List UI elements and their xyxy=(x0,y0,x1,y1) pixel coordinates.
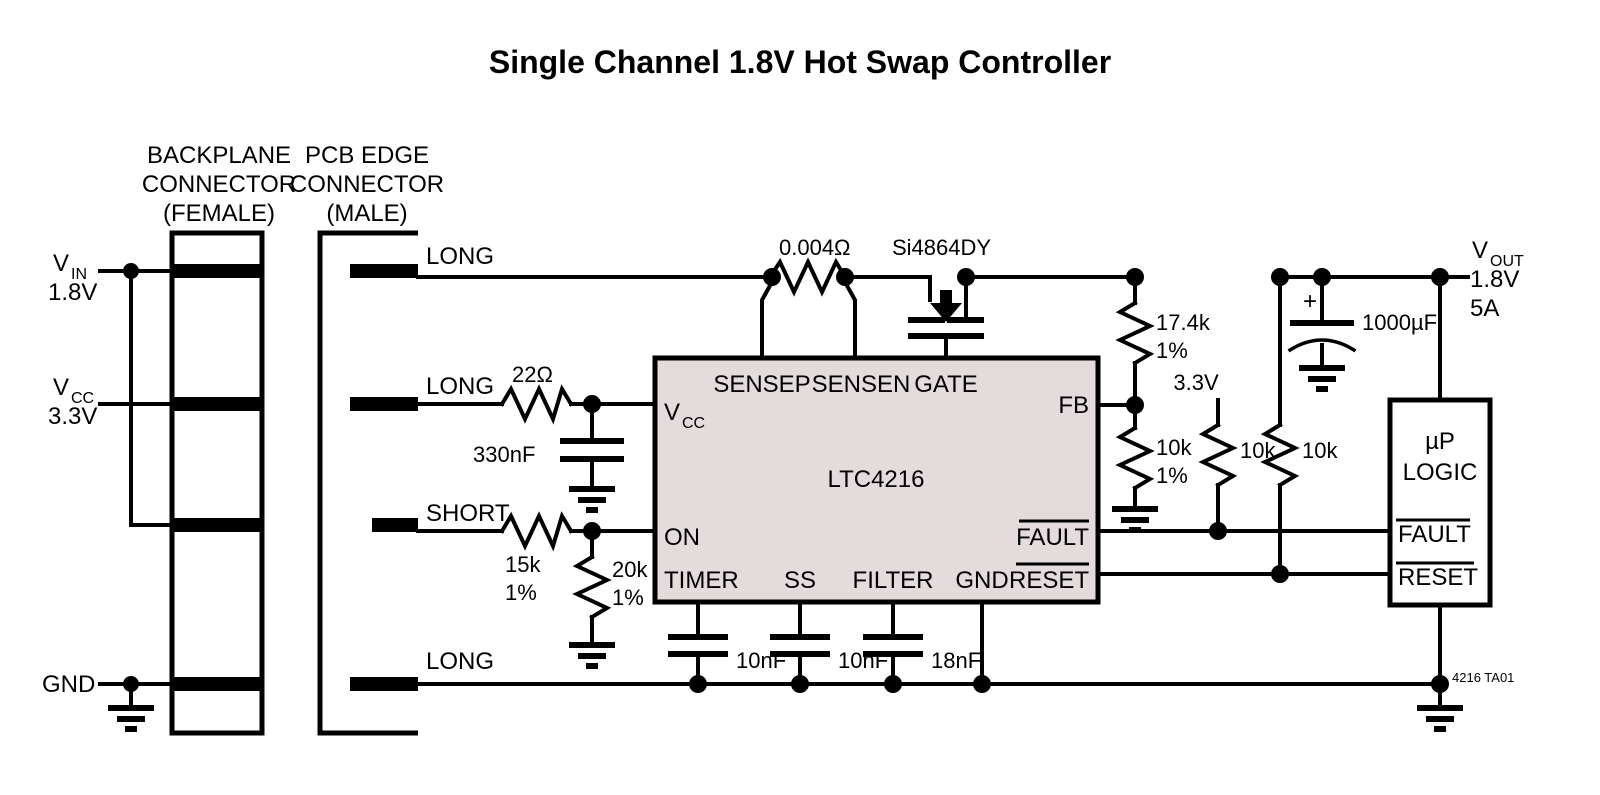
pcb-pin-vin xyxy=(350,264,418,278)
ic-pin-fb: FB xyxy=(1058,392,1089,419)
filter-cap-label: 18nF xyxy=(931,648,981,673)
vout-subscript: OUT xyxy=(1490,253,1524,270)
ltc4216-ic: LTC4216 SENSEP SENSEN GATE V CC ON TIMER… xyxy=(652,355,1101,605)
ic-body xyxy=(652,355,1101,605)
reset-pullup-label: 10k xyxy=(1302,438,1338,463)
pin-label-on-short: SHORT xyxy=(426,500,510,527)
reset-pullup-network: 10k xyxy=(1096,268,1392,583)
up-logic-line2: LOGIC xyxy=(1403,459,1478,486)
backplane-connector-body xyxy=(169,230,265,736)
pcb-pin-on xyxy=(372,518,418,532)
pcb-edge-connector-body xyxy=(317,230,418,736)
vin-rail-label: V IN 1.8V xyxy=(48,250,97,306)
ic-pin-sensep: SENSEP xyxy=(713,371,810,398)
ic-pin-vcc: V xyxy=(664,399,680,426)
junction-sensep xyxy=(763,268,781,286)
ground-symbol-output xyxy=(1417,682,1463,732)
backplane-input-wiring xyxy=(98,263,174,732)
sense-resistor: 0.004Ω xyxy=(760,235,932,360)
fb-bottom-resistor-value: 10k xyxy=(1156,435,1192,460)
pcb-edge-connector-label: PCB EDGE CONNECTOR (MALE) xyxy=(290,142,444,227)
vin-name: V xyxy=(53,250,69,277)
backplane-pin-vcc xyxy=(172,397,262,411)
up-logic-reset-label: RESET xyxy=(1398,564,1478,591)
vout-rail-label: V OUT 1.8V 5A xyxy=(1431,237,1524,322)
on-pin-network: 15k 1% 20k 1% xyxy=(416,511,657,669)
ic-pin-reset: RESET xyxy=(1009,567,1089,594)
backplane-pin-vin xyxy=(172,264,262,278)
vcc-series-resistor-label: 22Ω xyxy=(512,362,553,387)
up-logic-block: µP LOGIC FAULT RESET xyxy=(1387,275,1493,686)
on-series-resistor-value: 15k xyxy=(505,552,541,577)
fb-top-resistor-tol: 1% xyxy=(1156,338,1188,363)
backplane-pin-short xyxy=(172,518,262,532)
ic-pin-gate: GATE xyxy=(914,371,978,398)
sense-resistor-label: 0.004Ω xyxy=(779,235,851,260)
pullup-supply-label: 3.3V xyxy=(1173,370,1219,395)
pin-label-gnd-long: LONG xyxy=(426,648,494,675)
feedback-divider: 17.4k 1% 10k 1% xyxy=(1096,268,1211,533)
output-cap-label: 1000µF xyxy=(1362,310,1437,335)
ic-pin-gnd: GND xyxy=(955,567,1008,594)
junction-sensen xyxy=(836,268,854,286)
ground-symbol-fb xyxy=(1112,506,1158,533)
on-pulldown-resistor-value: 20k xyxy=(612,557,648,582)
on-pulldown-resistor-tol: 1% xyxy=(612,585,644,610)
ic-pin-on: ON xyxy=(664,524,700,551)
vout-value: 1.8V xyxy=(1470,266,1519,293)
vin-value: 1.8V xyxy=(48,279,97,306)
ground-symbol-output-cap xyxy=(1299,365,1345,392)
up-logic-fault-label: FAULT xyxy=(1398,521,1471,548)
pin-label-vin-long: LONG xyxy=(426,243,494,270)
fb-top-resistor-value: 17.4k xyxy=(1156,310,1211,335)
vout-current: 5A xyxy=(1470,295,1499,322)
up-logic-line1: µP xyxy=(1425,428,1455,455)
pcb-pin-gnd xyxy=(350,677,418,691)
vcc-name: V xyxy=(53,374,69,401)
page-title: Single Channel 1.8V Hot Swap Controller xyxy=(489,44,1111,80)
pcb-label-line2: CONNECTOR xyxy=(290,171,444,198)
ic-pin-sensen: SENSEN xyxy=(812,371,911,398)
vout-name: V xyxy=(1472,237,1488,264)
ground-symbol-input xyxy=(108,682,154,732)
gnd-rail-label: GND xyxy=(42,671,95,698)
ground-symbol-vcc-cap xyxy=(569,486,615,513)
vin-subscript: IN xyxy=(71,266,87,283)
vcc-rail-label: V CC 3.3V xyxy=(48,374,97,430)
vcc-subscript: CC xyxy=(71,390,94,407)
backplane-label-line1: BACKPLANE xyxy=(147,142,291,169)
backplane-pin-gnd xyxy=(172,677,262,691)
ground-rail: 4216 TA01 xyxy=(416,670,1514,732)
on-series-resistor-tol: 1% xyxy=(505,580,537,605)
pin-label-vcc-long: LONG xyxy=(426,373,494,400)
fb-bottom-resistor-tol: 1% xyxy=(1156,463,1188,488)
mosfet-si4864dy: Si4864DY xyxy=(892,235,1137,360)
output-capacitor: + 1000µF xyxy=(1278,268,1442,392)
vcc-bypass-cap-label: 330nF xyxy=(473,442,535,467)
ic-pin-timer: TIMER xyxy=(664,567,739,594)
output-cap-polarity: + xyxy=(1303,288,1317,315)
vcc-input-network: 22Ω 330nF xyxy=(416,362,657,513)
backplane-label-line3: (FEMALE) xyxy=(163,200,275,227)
pcb-label-line1: PCB EDGE xyxy=(305,142,429,169)
mosfet-label: Si4864DY xyxy=(892,235,991,260)
footer-code: 4216 TA01 xyxy=(1452,670,1514,685)
backplane-connector-label: BACKPLANE CONNECTOR (FEMALE) xyxy=(142,142,296,227)
ic-pin-filter: FILTER xyxy=(853,567,934,594)
fault-pullup-network: 3.3V 10k xyxy=(1096,370,1392,540)
backplane-label-line2: CONNECTOR xyxy=(142,171,296,198)
ic-pin-ss: SS xyxy=(784,567,816,594)
vcc-value: 3.3V xyxy=(48,403,97,430)
pcb-label-line3: (MALE) xyxy=(326,200,407,227)
ic-pin-fault: FAULT xyxy=(1016,524,1089,551)
pcb-pin-vcc xyxy=(350,397,418,411)
ic-part-number: LTC4216 xyxy=(828,466,925,493)
timing-capacitors: 10nF 10nF 18nF xyxy=(668,600,991,693)
ground-symbol-on xyxy=(569,642,615,669)
ic-pin-vcc-subscript: CC xyxy=(682,415,705,432)
